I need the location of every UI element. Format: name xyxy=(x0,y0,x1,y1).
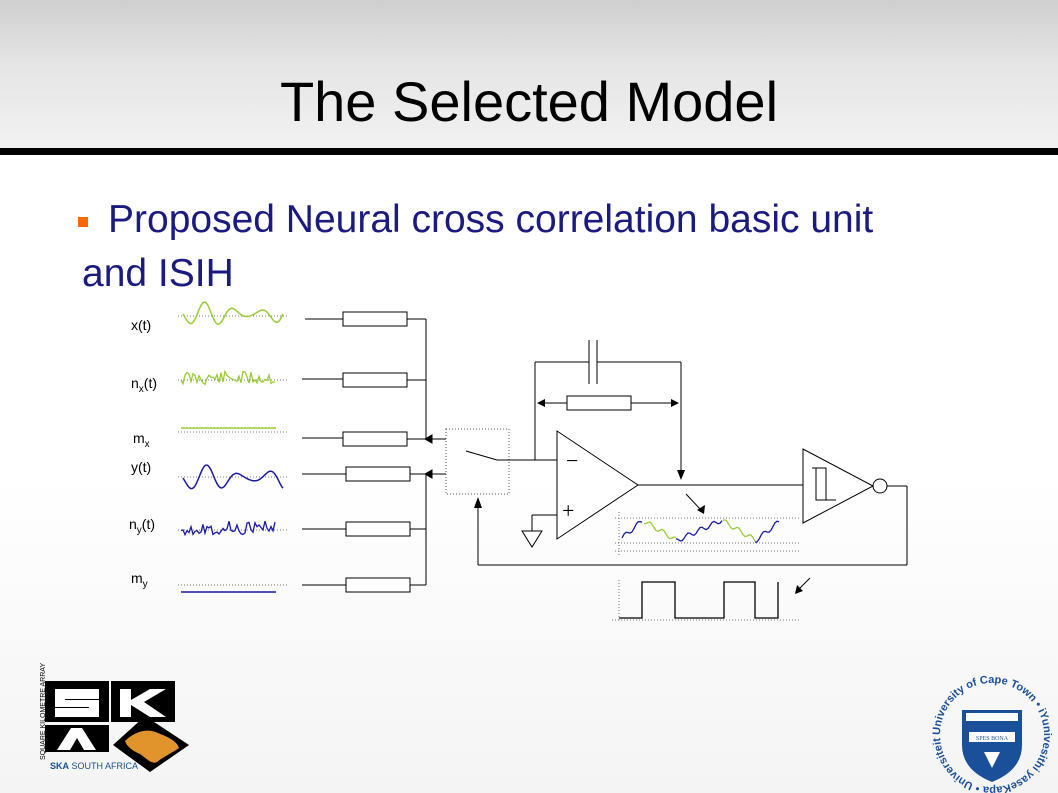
slide-title: The Selected Model xyxy=(279,70,779,133)
opamp-minus-sign: − xyxy=(566,448,578,473)
input-labels: x(t) nx(t) mx y(t) ny(t) my xyxy=(129,317,157,590)
feedback-resistor xyxy=(540,395,676,411)
switch-input-arrows xyxy=(423,434,446,479)
switch-blade xyxy=(465,450,498,461)
reset-arrow xyxy=(474,497,482,508)
inverter-bubble xyxy=(872,478,888,494)
hysteresis-symbol xyxy=(812,467,836,501)
opamp-triangle xyxy=(556,430,639,540)
title-bar xyxy=(0,0,1058,148)
title-divider xyxy=(0,148,1058,155)
label-ny-t: ny(t) xyxy=(129,516,155,536)
nx-noise-waveform xyxy=(180,369,276,386)
integrator-ramp-y xyxy=(621,520,780,543)
label-mx: mx xyxy=(133,430,150,450)
bullet-square-icon xyxy=(78,217,88,227)
label-nx-t: nx(t) xyxy=(131,375,157,395)
y-signal-waveform xyxy=(182,464,284,490)
label-x-t: x(t) xyxy=(131,317,151,333)
comparator-triangle xyxy=(802,448,875,524)
opamp-plus-sign: + xyxy=(562,498,574,523)
feedback-arrow xyxy=(677,470,685,480)
ny-noise-waveform xyxy=(180,520,276,537)
x-signal-waveform xyxy=(182,301,284,325)
bullet-line-1: Proposed Neural cross correlation basic … xyxy=(108,198,874,241)
ska-logo: SQUARE KILOMETRE ARRAY SKA SOUTH AFRICA xyxy=(40,663,189,772)
svg-text:SPES BONA: SPES BONA xyxy=(976,736,1009,742)
isih-spike-train xyxy=(612,580,800,622)
ground-symbol xyxy=(521,514,557,548)
input-resistor-network xyxy=(302,311,427,593)
integrator-trace-baselines xyxy=(615,512,800,555)
switch-box xyxy=(445,428,510,495)
bullet-line-2: and ISIH xyxy=(82,252,234,295)
reset-loop-wire xyxy=(477,485,908,566)
ska-caption: SKA SOUTH AFRICA xyxy=(50,761,138,771)
integrator-ramp-x xyxy=(643,519,756,542)
feedback-capacitor xyxy=(534,340,682,478)
signal-baselines xyxy=(178,315,287,586)
label-my: my xyxy=(131,570,148,590)
ska-vertical-text: SQUARE KILOMETRE ARRAY xyxy=(40,663,47,760)
bullet-text: Proposed Neural cross correlation basic … xyxy=(82,193,988,301)
label-y-t: y(t) xyxy=(131,459,151,475)
